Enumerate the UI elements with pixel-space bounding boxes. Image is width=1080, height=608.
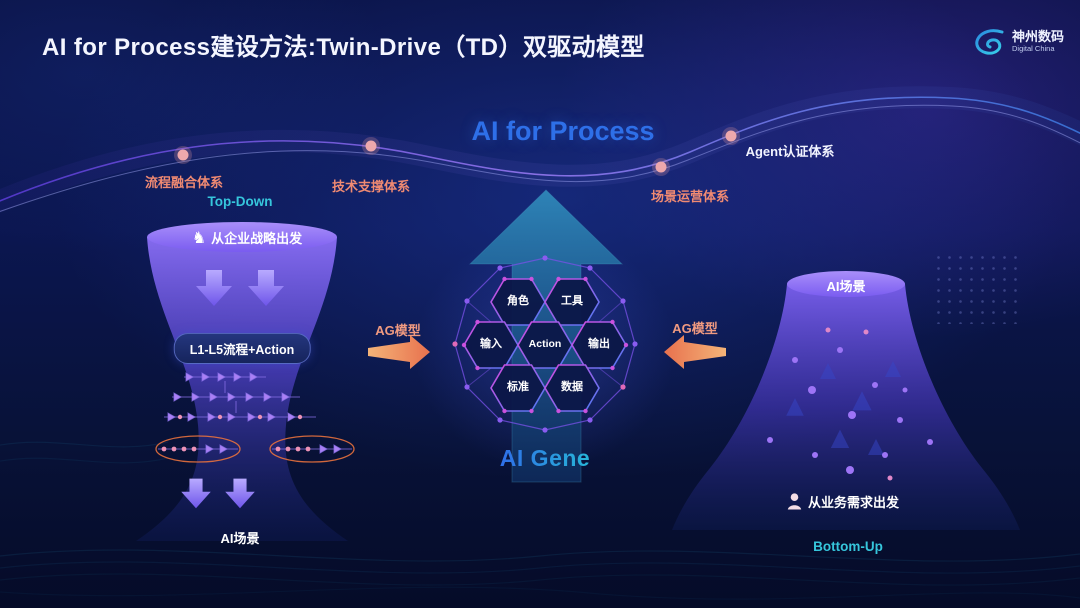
digital-china-logo: 神州数码 Digital China [972,26,1064,56]
background-waves [0,441,1080,600]
strategy-row: ♞ 从企业战略出发 [192,228,302,247]
hex-label-action: Action [528,338,562,350]
curve-node-label-scene-operation: 场景运营体系 [650,189,730,204]
logo-name: 神州数码 [1011,28,1064,44]
gene-network-ring [452,255,638,433]
business-need-label: 从业务需求出发 [807,495,900,510]
logo-subtitle: Digital China [1011,43,1055,53]
logo-swirl-icon [975,29,1004,55]
top-curve-band [0,86,1080,213]
dot-grid-pattern [933,252,1021,324]
process-flow-diagram [155,372,355,463]
ag-model-label-left: AG模型 [375,323,421,338]
hex-label-data: 数据 [561,381,583,393]
ag-arrow-left [368,335,430,369]
page-title: AI for Process建设方法:Twin-Drive（TD）双驱动模型 [42,34,645,61]
ag-arrow-right [664,335,726,369]
chess-knight-icon: ♞ [191,227,207,247]
curve-node-dots [174,127,740,176]
center-title: AI for Process [471,116,655,146]
hex-label-standard: 标准 [507,381,529,393]
strategy-label: 从企业战略出发 [211,231,303,246]
person-icon [787,493,802,510]
bottom-up-label: Bottom-Up [813,539,883,554]
business-need-row: 从业务需求出发 [787,492,899,511]
rising-particles [767,327,933,481]
hex-label-role: 角色 [507,295,529,307]
hex-label-tool: 工具 [561,295,583,307]
left-funnel [136,222,355,541]
process-pill: L1-L5流程+Action [173,333,311,364]
logo-text: 神州数码 Digital China [1011,28,1064,53]
hex-label-input: 输入 [480,338,502,350]
ai-gene-label: AI Gene [499,445,591,471]
top-down-label: Top-Down [207,194,273,209]
hexagon-vertex-dots [461,276,629,414]
hexagon-cluster [461,276,629,414]
right-scene-label: AI场景 [826,279,866,294]
curve-node-label-agent-certification: Agent认证体系 [745,144,835,159]
right-funnel [672,271,1020,530]
left-scene-label: AI场景 [220,531,260,546]
ag-model-label-right: AG模型 [672,321,718,336]
curve-node-label-process-fusion: 流程融合体系 [144,175,224,190]
curve-node-label-tech-support: 技术支撑体系 [331,179,411,194]
hex-label-output: 输出 [588,338,610,350]
